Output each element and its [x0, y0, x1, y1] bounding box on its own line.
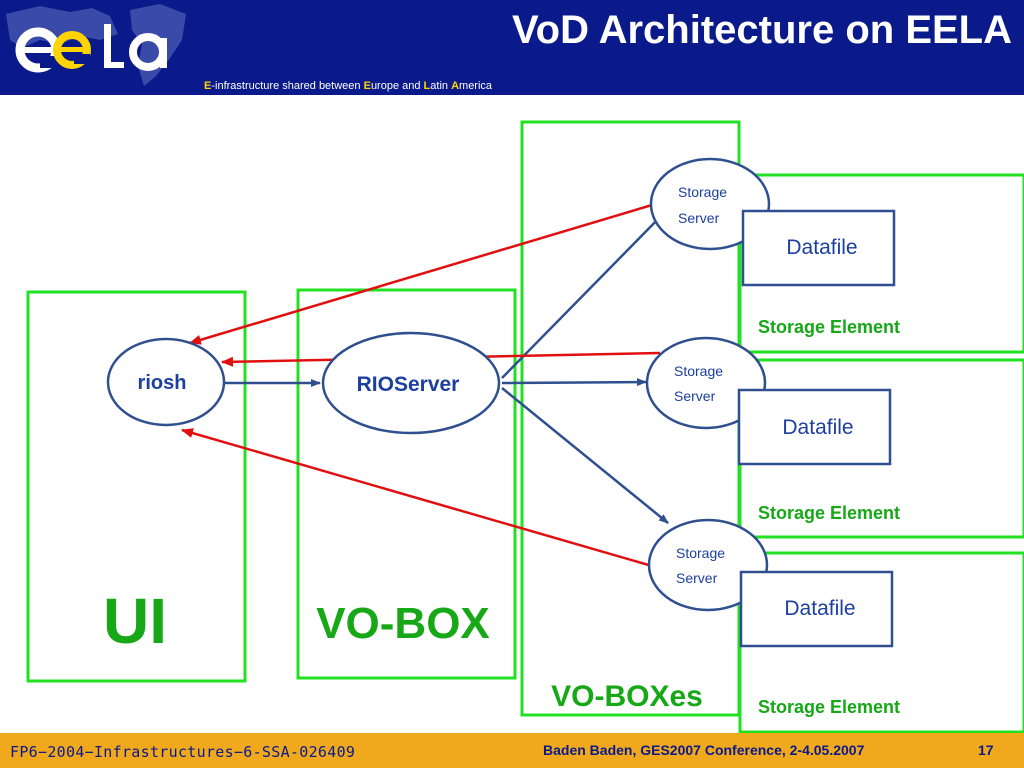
- footer-bar: FP6−2004−Infrastructures−6-SSA-026409 Ba…: [0, 733, 1024, 768]
- storage-element-label-2: Storage Element: [758, 503, 900, 523]
- page-number: 17: [978, 742, 994, 758]
- slide-title: VoD Architecture on EELA: [511, 8, 1012, 52]
- storage-server-2-line1: Storage: [674, 363, 723, 379]
- datafile-label-1: Datafile: [786, 236, 857, 259]
- vo-box-label: VO-BOX: [316, 599, 490, 648]
- datafile-box-2: [737, 388, 892, 466]
- tagline-e3: L: [423, 80, 431, 92]
- rioserver-label: RIOServer: [357, 373, 460, 396]
- footer-project-id: FP6−2004−Infrastructures−6-SSA-026409: [10, 743, 356, 761]
- datafile-box-1: [741, 209, 896, 287]
- arrow-rioserver-to-storage-2: [501, 378, 647, 387]
- datafile-label-3: Datafile: [784, 597, 855, 620]
- tagline: E-infrastructure shared between Europe a…: [204, 80, 492, 92]
- storage-server-3-line1: Storage: [676, 545, 725, 561]
- arrow-rioserver-to-storage-3: [501, 387, 669, 524]
- tagline-e1: E: [204, 80, 212, 92]
- riosh-node: [106, 337, 226, 427]
- tagline-e2: E: [363, 80, 371, 92]
- vo-box: [296, 288, 517, 680]
- tagline-t1: -infrastructure shared between: [211, 80, 364, 92]
- header-bar: VoD Architecture on EELA E-infrastructur…: [0, 0, 1024, 95]
- tagline-t3: atin: [430, 80, 452, 92]
- eela-logo: [6, 4, 186, 86]
- arrow-storage-3-to-riosh: [181, 428, 653, 568]
- storage-server-2-line2: Server: [674, 388, 716, 404]
- tagline-e4: A: [451, 80, 460, 92]
- tagline-t2: urope and: [370, 80, 424, 92]
- storage-server-1-line1: Storage: [678, 184, 727, 200]
- storage-server-3-line2: Server: [676, 570, 718, 586]
- rioserver-node: [321, 331, 501, 435]
- storage-server-2: [645, 336, 767, 430]
- storage-server-1: [649, 157, 771, 251]
- footer-event: Baden Baden, GES2007 Conference, 2-4.05.…: [543, 742, 865, 758]
- datafile-label-2: Datafile: [782, 416, 853, 439]
- ui-label: UI: [103, 585, 167, 657]
- ui-box: [26, 290, 247, 683]
- storage-element-label-3: Storage Element: [758, 697, 900, 717]
- storage-element-label-1: Storage Element: [758, 317, 900, 337]
- storage-server-3: [647, 518, 769, 612]
- arrow-storage-1-to-riosh: [189, 203, 653, 345]
- datafile-box-3: [739, 570, 894, 648]
- storage-server-1-line2: Server: [678, 210, 720, 226]
- storage-element-box-1: [738, 173, 1024, 354]
- tagline-t4: merica: [459, 80, 493, 92]
- riosh-label: riosh: [138, 372, 187, 394]
- arrow-rioserver-to-storage-1: [501, 211, 666, 379]
- vo-boxes-label: VO-BOXes: [551, 680, 703, 713]
